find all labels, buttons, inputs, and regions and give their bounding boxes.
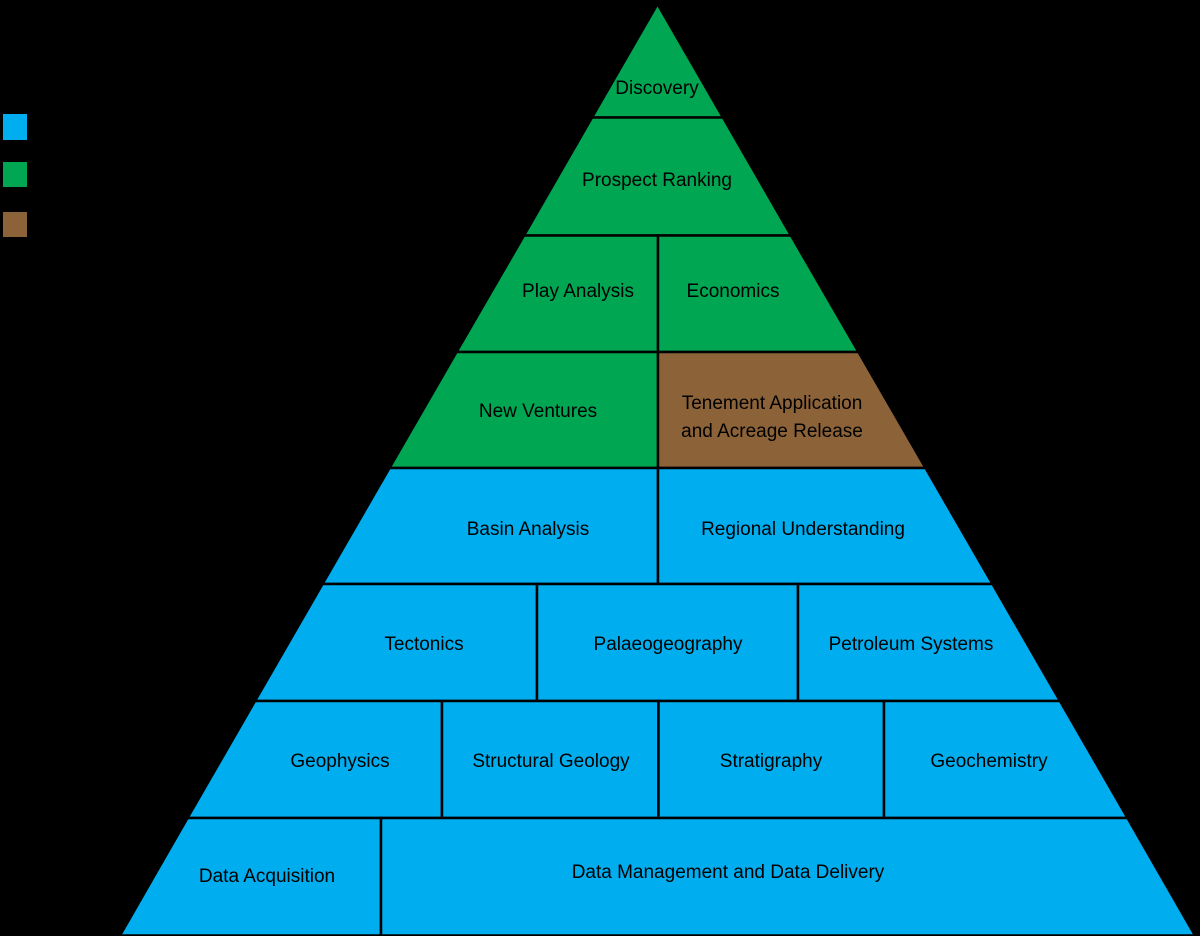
legend-swatch-blue — [3, 114, 27, 140]
legend — [3, 114, 27, 237]
legend-swatch-green — [3, 162, 27, 187]
label-palaeogeography: Palaeogeography — [594, 634, 743, 655]
label-data-management: Data Management and Data Delivery — [572, 862, 885, 883]
pyramid-cell-discovery — [589, 1, 726, 119]
pyramid-labels: Discovery Prospect Ranking Play Analysis… — [199, 78, 1048, 887]
label-stratigraphy: Stratigraphy — [720, 751, 823, 772]
label-discovery: Discovery — [615, 78, 699, 99]
label-data-acquisition: Data Acquisition — [199, 866, 335, 887]
legend-swatch-brown — [3, 212, 27, 237]
label-tenement-application-line2: and Acreage Release — [681, 421, 863, 442]
label-basin-analysis: Basin Analysis — [467, 519, 590, 540]
label-prospect-ranking: Prospect Ranking — [582, 170, 732, 191]
label-structural-geology: Structural Geology — [472, 751, 630, 772]
label-petroleum-systems: Petroleum Systems — [829, 634, 994, 655]
label-tectonics: Tectonics — [384, 634, 463, 655]
label-new-ventures: New Ventures — [479, 401, 597, 422]
label-geophysics: Geophysics — [290, 751, 389, 772]
label-economics: Economics — [687, 281, 780, 302]
pyramid — [118, 1, 1197, 936]
label-tenement-application-line1: Tenement Application — [682, 393, 863, 414]
label-regional-understanding: Regional Understanding — [701, 519, 905, 540]
label-play-analysis: Play Analysis — [522, 281, 634, 302]
label-geochemistry: Geochemistry — [930, 751, 1048, 772]
